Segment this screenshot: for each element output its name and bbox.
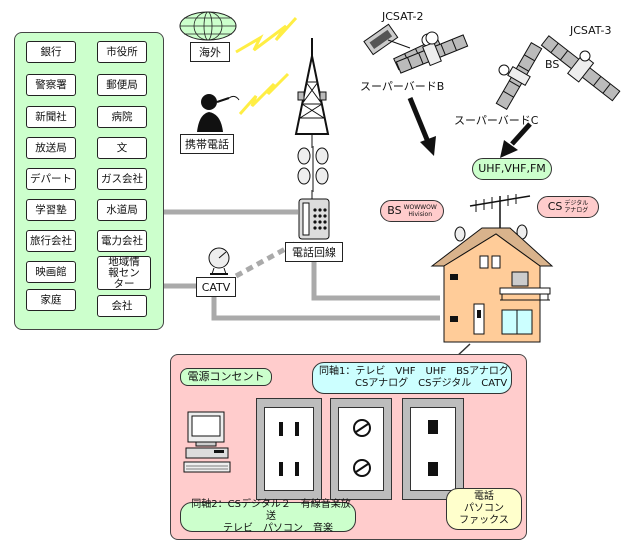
org-item: ガス会社 xyxy=(97,168,147,190)
org-item: 市役所 xyxy=(97,41,147,63)
coax1-line2: CSアナログ CSデジタル CATV xyxy=(355,378,508,389)
catv-label: CATV xyxy=(196,277,236,297)
coax2-line2: テレビ パソコン 音楽 xyxy=(223,523,333,534)
cable-catv-house xyxy=(211,297,440,321)
org-item: 銀行 xyxy=(26,41,76,63)
satellite-superbird-b-icon xyxy=(395,31,469,74)
org-item: 水道局 xyxy=(97,199,147,221)
cable-phone-house xyxy=(311,262,440,301)
power-outlet-label: 電源コンセント xyxy=(187,370,265,383)
radio-tower-icon xyxy=(294,38,330,135)
phone-outlet-face xyxy=(410,407,456,491)
satellite-superbird-b-label: スーパーバードB xyxy=(360,80,445,93)
org-item: 新聞社 xyxy=(26,106,76,128)
cs-main-text: CS xyxy=(547,200,563,213)
org-item: 旅行会社 xyxy=(26,230,76,252)
outlet-slot xyxy=(279,422,283,436)
coax2-callout: 同軸2：CSデジタル２ 有線音楽放送 テレビ パソコン 音楽 xyxy=(180,499,356,534)
microwave-dish-icon xyxy=(297,146,329,192)
org-item: 放送局 xyxy=(26,137,76,159)
coax1-line1: 同軸1：テレビ VHF UHF BSアナログ xyxy=(319,366,509,377)
org-item: 電力会社 xyxy=(97,230,147,252)
phone-line2: パソコン xyxy=(464,503,504,514)
satellite-superbird-c-label: スーパーバードC xyxy=(454,114,539,127)
signal-arrows xyxy=(407,97,532,158)
outlet-slot xyxy=(295,462,299,476)
phone-line1: 電話 xyxy=(474,491,494,502)
bs-wowwow-text: WOWWOW xyxy=(403,204,437,211)
uhf-vhf-fm-text: UHF,VHF,FM xyxy=(478,162,546,175)
phone-line3: ファックス xyxy=(459,515,509,526)
power-outlet-face xyxy=(264,407,314,491)
cs-digital-text: デジタル xyxy=(564,200,589,207)
house-icon xyxy=(430,194,554,343)
power-outlet-callout: 電源コンセント xyxy=(180,368,272,386)
org-item: 郵便局 xyxy=(97,74,147,96)
mobile-user-icon xyxy=(197,94,240,132)
org-item: 警察署 xyxy=(26,74,76,96)
outlet-slot xyxy=(295,422,299,436)
coax2-line1: 同軸2：CSデジタル２ 有線音楽放送 xyxy=(191,499,351,522)
org-item: デパート xyxy=(26,168,76,190)
satellite-jcsat3-label: JCSAT-3 xyxy=(570,24,612,37)
org-item: 地域情報センター xyxy=(97,256,151,290)
coax-outlet-face xyxy=(338,407,384,491)
uhf-vhf-fm-callout: UHF,VHF,FM xyxy=(472,158,552,180)
overseas-label: 海外 xyxy=(190,42,230,62)
org-item: 文 xyxy=(97,137,147,159)
phone-outlet-plate xyxy=(402,398,464,500)
organizations-panel: 銀行 市役所 警察署 郵便局 新聞社 病院 放送局 文 デパート ガス会社 学習… xyxy=(14,32,164,330)
org-item: 会社 xyxy=(97,295,147,317)
catv-dish-icon xyxy=(208,247,230,275)
satellite-bs-label: BS xyxy=(545,58,560,71)
bs-hivision-text: Hivision xyxy=(408,211,432,218)
computer-icon xyxy=(183,411,231,473)
bs-main-text: BS xyxy=(387,204,402,217)
outlet-slot xyxy=(279,462,283,476)
globe-icon xyxy=(179,11,237,41)
telephone-icon xyxy=(298,198,330,240)
lightning-icon xyxy=(235,16,298,115)
cs-analog-text: アナログ xyxy=(564,207,589,214)
coax1-callout: 同軸1：テレビ VHF UHF BSアナログ CSアナログ CSデジタル CAT… xyxy=(312,362,512,394)
org-item: 病院 xyxy=(97,106,147,128)
cs-callout: CS デジタル アナログ xyxy=(537,196,599,218)
phone-jack-icon xyxy=(428,462,438,476)
org-item: 映画館 xyxy=(26,261,76,283)
power-outlet-plate xyxy=(256,398,322,500)
coax-outlet-plate xyxy=(330,398,392,500)
satellite-jcsat2-label: JCSAT-2 xyxy=(382,10,424,23)
phone-callout: 電話 パソコン ファックス xyxy=(446,488,522,530)
bs-callout: BS WOWWOW Hivision xyxy=(380,200,444,222)
org-item: 家庭 xyxy=(26,289,76,311)
coax-jack-icon xyxy=(353,459,371,477)
satellite-jcsat3-icon xyxy=(540,35,621,102)
satellite-bs-icon xyxy=(495,42,543,110)
mobile-label: 携帯電話 xyxy=(180,134,234,154)
telephone-line-label: 電話回線 xyxy=(285,242,343,262)
org-item: 学習塾 xyxy=(26,199,76,221)
coax-jack-icon xyxy=(353,419,371,437)
phone-jack-icon xyxy=(428,420,438,434)
